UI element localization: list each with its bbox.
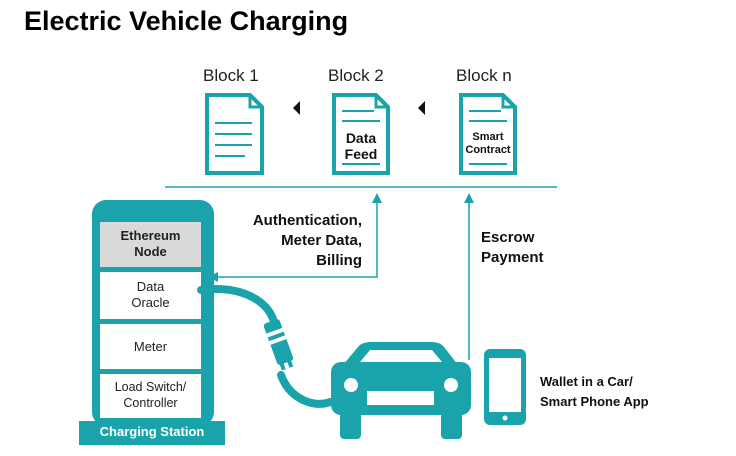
block-2-label: Block 2 [328,66,384,85]
data-feed-label: Data Feed [344,130,378,163]
car-icon [331,342,471,439]
ethereum-node-label: Ethereum Node [120,228,181,260]
chain-arrow-icon-2 [418,101,425,115]
block-n-document-icon [459,93,517,175]
charging-station-icon [79,200,225,445]
meter-label: Meter [133,339,168,354]
load-switch-label: Load Switch/ Controller [114,380,187,410]
charging-cable-icon [197,285,334,408]
block-1-document-icon [205,93,264,175]
wallet-label: Wallet in a Car/ Smart Phone App [540,374,649,409]
chain-arrow-icon-1 [293,101,300,115]
block-n-label: Block n [456,66,512,85]
page-title: Electric Vehicle Charging [24,6,349,36]
data-oracle-label: Data Oracle [131,279,170,311]
escrow-payment-label: Escrow Payment [481,229,544,266]
block-1-label: Block 1 [203,66,259,85]
escrow-arrow [464,193,474,360]
smartphone-icon [484,349,526,425]
smart-contract-label: Smart Contract [465,131,511,156]
block-2-document-icon [332,93,390,175]
charging-station-caption: Charging Station [99,424,205,439]
authentication-label: Authentication, Meter Data, Billing [252,212,362,269]
